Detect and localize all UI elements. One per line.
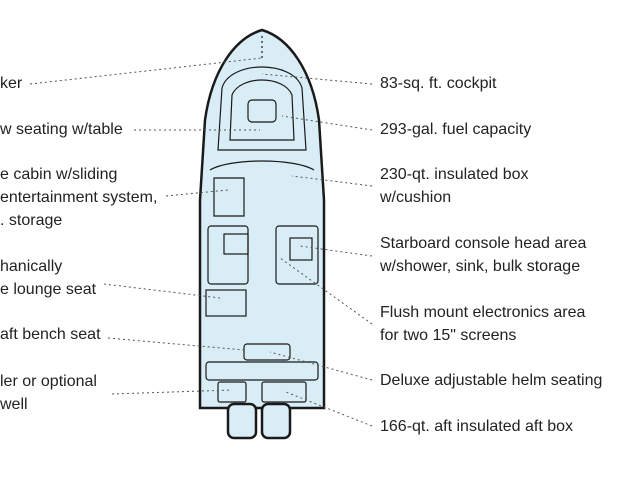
callout-left-4: hanically e lounge seat: [0, 255, 96, 301]
callout-text: hanically: [0, 258, 63, 275]
callout-text: 83-sq. ft. cockpit: [380, 75, 497, 92]
leader-right-7: [285, 391, 373, 427]
head-area: [289, 237, 313, 261]
callout-text: 230-qt. insulated box: [380, 166, 529, 183]
leader-left-6: [111, 389, 233, 395]
callout-text: 166-qt. aft insulated aft box: [380, 418, 574, 435]
console-starboard: [275, 225, 319, 285]
leader-right-1: [261, 73, 373, 85]
callout-right-4: Starboard console head area w/shower, si…: [380, 232, 586, 278]
leader-left-3: [165, 189, 229, 197]
callout-text: entertainment system,: [0, 189, 158, 206]
leader-lines: [29, 57, 373, 427]
callout-right-2: 293-gal. fuel capacity: [380, 118, 531, 141]
engine-starboard: [260, 402, 292, 440]
callout-text: e cabin w/sliding: [0, 166, 118, 183]
callout-text: Deluxe adjustable helm seating: [380, 372, 603, 389]
callout-right-5: Flush mount electronics area for two 15"…: [380, 301, 585, 347]
boat-interior: [205, 36, 319, 403]
callout-right-7: 166-qt. aft insulated aft box: [380, 415, 573, 438]
leader-right-3: [291, 175, 373, 187]
callout-left-3: e cabin w/sliding entertainment system, …: [0, 163, 157, 232]
leader-right-4: [299, 245, 373, 257]
callout-text: w seating w/table: [0, 121, 123, 138]
livewell: [217, 381, 247, 403]
callout-left-2: w seating w/table: [0, 118, 123, 141]
aft-bench-seat: [205, 361, 319, 381]
callout-text: . storage: [0, 212, 63, 229]
electronics-panel: [223, 233, 249, 255]
callout-text: well: [0, 396, 28, 413]
callout-text: 293-gal. fuel capacity: [380, 121, 532, 138]
callout-right-1: 83-sq. ft. cockpit: [380, 72, 497, 95]
callout-text: w/shower, sink, bulk storage: [380, 258, 581, 275]
callout-text: e lounge seat: [0, 281, 97, 298]
lounge-seat: [205, 289, 247, 317]
callout-right-6: Deluxe adjustable helm seating: [380, 369, 602, 392]
bow-seating: [217, 66, 307, 151]
bow-table: [247, 99, 277, 123]
callout-text: w/cushion: [380, 189, 452, 206]
aft-box: [261, 381, 307, 403]
console-port: [207, 225, 249, 285]
helm-seat: [243, 343, 291, 361]
leader-left-1: [29, 57, 263, 85]
bow-seating-inner: [229, 79, 295, 141]
callout-left-5: aft bench seat: [0, 323, 101, 346]
callout-left-1: ker: [0, 72, 22, 95]
boat-hull: [198, 28, 326, 440]
callout-text: ler or optional: [0, 373, 97, 390]
cabin-seat: [213, 177, 245, 217]
callout-text: Starboard console head area: [380, 235, 587, 252]
hull-outline: [198, 28, 326, 410]
leader-right-2: [281, 115, 373, 131]
callout-text: aft bench seat: [0, 326, 101, 343]
callout-text: Flush mount electronics area: [380, 304, 586, 321]
callout-left-6: ler or optional well: [0, 370, 97, 416]
callout-text: for two 15" screens: [380, 327, 517, 344]
callout-text: ker: [0, 75, 23, 92]
windshield: [209, 160, 315, 171]
engine-port: [226, 402, 258, 440]
callout-right-3: 230-qt. insulated box w/cushion: [380, 163, 529, 209]
leader-right-5: [279, 257, 373, 325]
